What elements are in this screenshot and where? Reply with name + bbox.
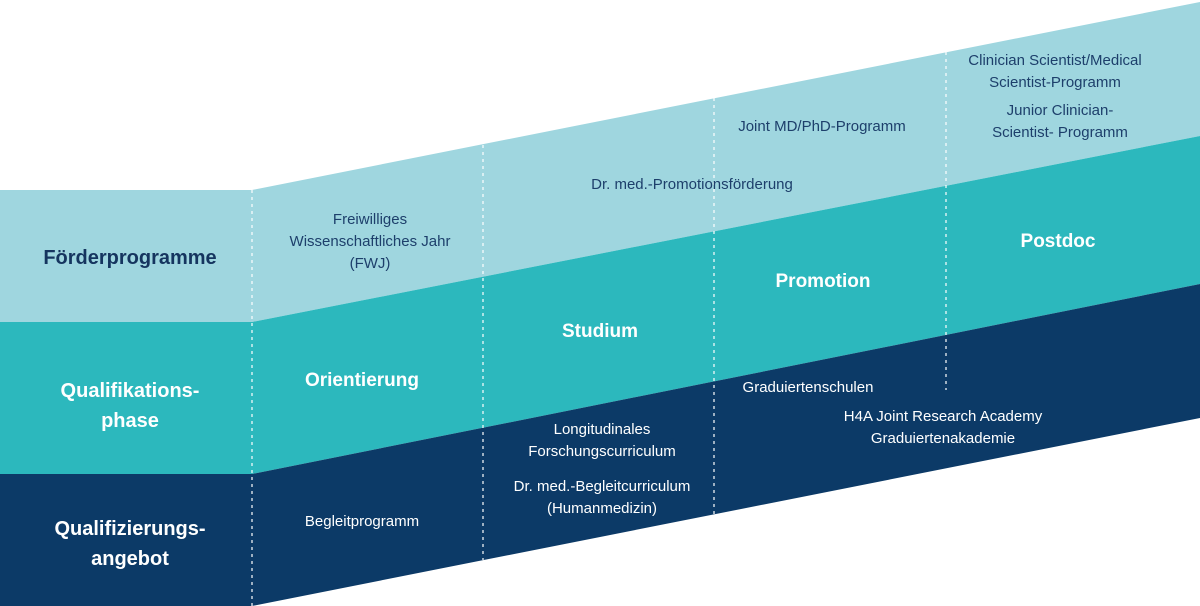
stage-studium: Studium: [562, 321, 638, 342]
programme-clinician-scientist: Clinician Scientist/Medical Scientist-Pr…: [968, 52, 1142, 91]
phase-band: [0, 136, 1200, 474]
stage-postdoc: Postdoc: [1020, 231, 1096, 252]
offer-dr-med-begleitcurriculum: Dr. med.-Begleitcurriculum (Humanmedizin…: [513, 478, 691, 517]
offer-h4a-academy: H4A Joint Research Academy Graduiertenak…: [843, 408, 1043, 447]
programme-joint-md-phd: Joint MD/PhD-Programm: [738, 118, 906, 135]
programme-junior-clinician: Junior Clinician- Scientist- Programm: [992, 102, 1128, 141]
programme-dr-med-foerderung: Dr. med.-Promotionsförderung: [591, 176, 793, 193]
offer-graduiertenschulen: Graduiertenschulen: [742, 379, 874, 396]
foerder-band: [0, 2, 1200, 322]
stage-promotion: Promotion: [775, 271, 871, 292]
offer-begleitprogramm: Begleitprogramm: [304, 513, 420, 530]
stage-orientierung: Orientierung: [304, 370, 419, 391]
row-label-qualifizierungsangebot: Qualifizierungs- angebot: [54, 518, 206, 570]
row-label-foerderprogramme: Förderprogramme: [43, 247, 217, 269]
angebot-band: [0, 284, 1200, 606]
programme-fwj: Freiwilliges Wissenschaftliches Jahr (FW…: [289, 211, 451, 272]
row-label-qualifikationsphase: Qualifikations- phase: [60, 380, 200, 432]
offer-longitudinales-curriculum: Longitudinales Forschungscurriculum: [528, 421, 676, 460]
